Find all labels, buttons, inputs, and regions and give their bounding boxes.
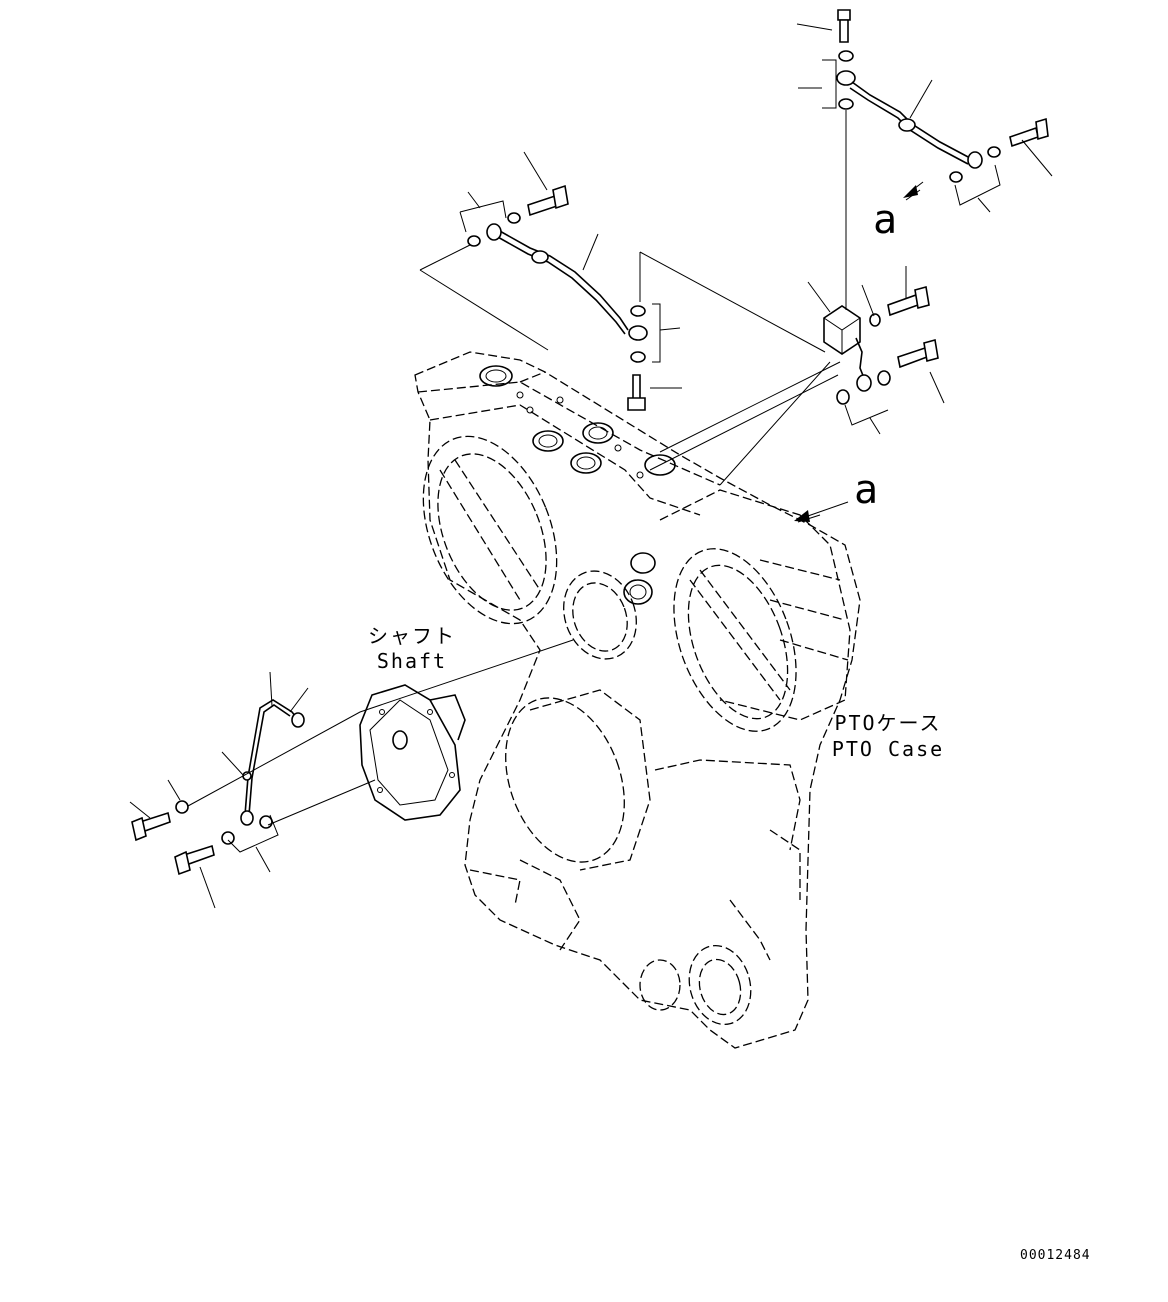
upper-tube-right — [836, 9, 1049, 183]
shaft-cover — [359, 684, 466, 821]
distribution-block — [823, 285, 939, 405]
view-arrow-lower — [794, 501, 849, 522]
view-arrow-upper — [903, 181, 924, 198]
top-face-ports — [479, 365, 676, 605]
leader-lines — [129, 23, 1053, 909]
upper-tube-left — [467, 184, 648, 411]
shaft-bolts — [131, 811, 215, 876]
gear-case-housing — [414, 351, 861, 1049]
drawing-number: 00012484 — [1020, 1248, 1091, 1263]
shaft-label-en: Shaft — [376, 649, 448, 673]
pto-case-label-en: PTO Case — [831, 737, 945, 761]
shaft-label-jp: シャフト — [368, 624, 456, 648]
pto-case-label-jp: PTOケース — [834, 711, 942, 735]
arrow-label-a-lower: a — [854, 467, 879, 513]
arrow-label-a-upper: a — [873, 197, 898, 243]
